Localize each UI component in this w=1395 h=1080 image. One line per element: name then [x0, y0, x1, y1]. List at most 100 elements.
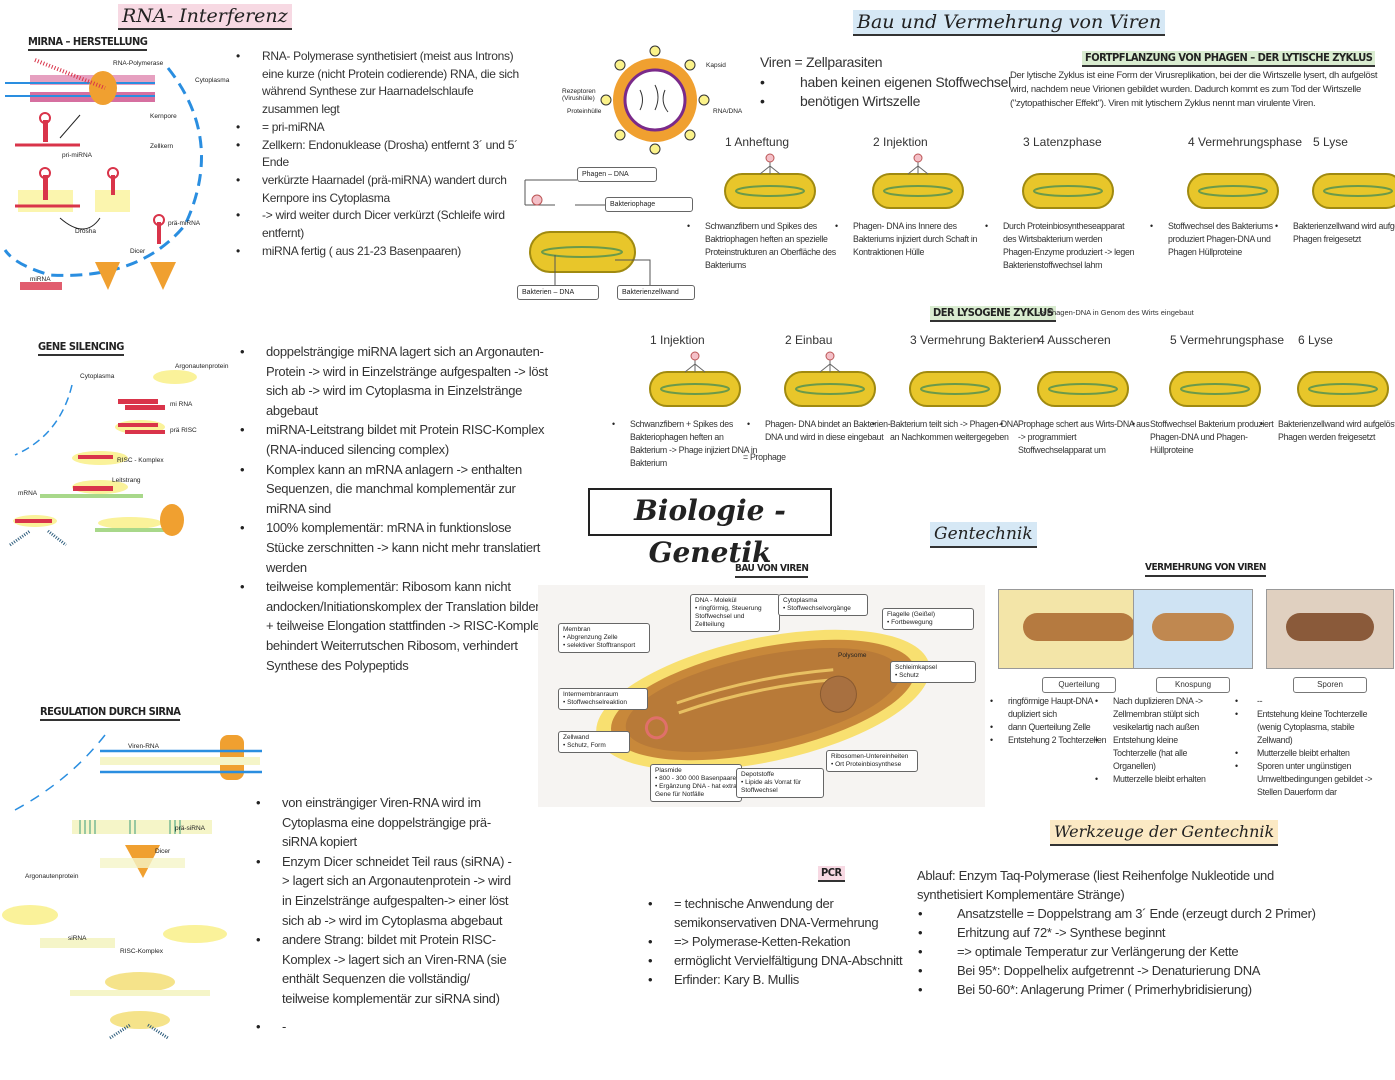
bullet: Bakterienzellwand wird aufgelöst -> Phag…: [1275, 220, 1395, 246]
step-caption: Bakterienzellwand wird aufgelöst -> Phag…: [1260, 418, 1395, 444]
bullet: miRNA-Leitstrang bildet mit Protein RISC…: [240, 420, 550, 459]
bullet: Phagen- DNA bindet an Bakterien-DNA und …: [747, 418, 897, 444]
step-caption: Schwanzfibern + Spikes des Bakteriophage…: [612, 418, 762, 470]
bullet: = pri-miRNA: [236, 119, 526, 137]
bullet: -: [256, 1017, 518, 1037]
step-caption: Bakterium teilt sich -> Phagen-DNA an Na…: [872, 418, 1022, 444]
cell-part-desc: • Schutz: [895, 672, 919, 679]
bullet: Entstehung kleine Tochterzelle (hat alle…: [1095, 734, 1220, 773]
step-caption: Prophage schert aus Wirts-DNA aus -> pro…: [1000, 418, 1150, 457]
bacterium-illustration: [649, 351, 741, 407]
label-dicer: Dicer: [155, 848, 171, 855]
label-bakterien-dna: Bakterien – DNA: [517, 285, 599, 300]
pcr-bullets: = technische Anwendung der semikonservat…: [648, 894, 903, 989]
cell-part-name: Schleimkapsel: [895, 664, 937, 671]
bullet: RNA- Polymerase synthetisiert (meist aus…: [236, 48, 526, 119]
bacterium-illustration: [784, 351, 876, 407]
label-risc-komplex: RISC-Komplex: [120, 948, 163, 955]
bullet: Prophage schert aus Wirts-DNA aus -> pro…: [1000, 418, 1150, 457]
cell-part-label: DNA - Molekül• ringförmig, Steuerung Sto…: [690, 594, 780, 632]
label-bakterienzellwand: Bakterienzellwand: [617, 285, 695, 300]
cell-part-name: Zellwand: [563, 734, 590, 741]
bullet: Mutterzelle bleibt erhalten: [1095, 773, 1220, 786]
step-caption: Phagen- DNA bindet an Bakterien-DNA und …: [747, 418, 897, 444]
cell-part-label: Ribosomen-Untereinheiten• Ort Proteinbio…: [826, 750, 918, 772]
reproduction-image: [1133, 589, 1253, 669]
rna-interferenz-title: RNA- Interferenz: [118, 4, 292, 30]
label-argonautenprotein: Argonautenprotein: [25, 873, 79, 880]
label-mrna: mRNA: [18, 490, 38, 497]
cell-part-desc: • Ort Proteinbiosynthese: [831, 761, 902, 768]
label-bakteriophage: Bakteriophage: [605, 197, 693, 212]
bacterium-illustration: [724, 153, 816, 209]
bullet: Sporen unter ungünstigen Umweltbedingung…: [1235, 760, 1375, 799]
label-polysome: Polysome: [838, 652, 867, 659]
label-pra-sirna: prä-siRNA: [175, 825, 205, 832]
vermehrung-header: VERMEHRUNG VON VIREN: [1145, 561, 1266, 577]
reproduction-bullets: Nach duplizieren DNA -> Zellmembran stül…: [1095, 695, 1220, 786]
werkzeuge-title: Werkzeuge der Gentechnik: [1050, 820, 1279, 846]
cell-part-desc: • Stoffwechselreaktion: [563, 699, 627, 706]
label-proteinhulle: Proteinhülle: [567, 108, 602, 115]
cell-part-desc: • ringförmig, Steuerung Stoffwechsel und…: [695, 605, 762, 628]
bullet: miRNA fertig ( aus 21-23 Basenpaaren): [236, 243, 526, 261]
bullet: Schwanzfibern + Spikes des Bakteriophage…: [612, 418, 762, 470]
cell-part-label: Flagelle (Geißel)• Fortbewegung: [882, 608, 974, 630]
label-mi-rna: mi RNA: [170, 401, 193, 408]
cell-part-name: Cytoplasma: [783, 597, 818, 604]
prophage-note: = Prophage: [743, 452, 786, 462]
lytic-description: Der lytische Zyklus ist eine Form der Vi…: [1010, 70, 1378, 109]
bacterium-illustration: [1022, 173, 1114, 209]
sirna-header: REGULATION DURCH SIRNA: [40, 705, 181, 721]
bacterium-illustration: [1187, 173, 1279, 209]
main-title: Biologie - Genetik: [588, 488, 832, 569]
bacterium-illustration: [1312, 173, 1395, 209]
cell-part-label: Zellwand• Schutz, Form: [558, 731, 630, 753]
gene-silencing-header: GENE SILENCING: [38, 340, 124, 356]
reproduction-label: Knospung: [1156, 677, 1230, 693]
label-rna-dna: RNA/DNA: [713, 108, 743, 115]
viren-intro: Viren = Zellparasiten: [760, 54, 883, 70]
label-mirna: miRNA: [30, 276, 51, 283]
bullet: dann Querteilung Zelle: [990, 721, 1115, 734]
label-leitstrang: Leitstrang: [112, 477, 141, 484]
step-title: 4 Ausscheren: [1038, 333, 1111, 347]
cell-part-name: Depotstoffe: [741, 771, 775, 778]
step-title: 1 Injektion: [650, 333, 705, 347]
reproduction-bullets: --Entstehung kleine Tochterzelle (wenig …: [1235, 695, 1375, 799]
bullet: haben keinen eigenen Stoffwechsel: [760, 73, 1011, 92]
label-risc-komplex: RISC - Komplex: [117, 457, 164, 464]
step-title: 2 Einbau: [785, 333, 833, 347]
bullet: => Polymerase-Ketten-Rekation: [648, 932, 903, 951]
step-title: 5 Lyse: [1313, 135, 1348, 149]
bau-von-viren-header: BAU VON VIREN: [735, 562, 809, 578]
lysogenic-header: DER LYSOGENE ZYKLUS: [930, 306, 1057, 322]
label-rezeptoren: Rezeptoren (Virushülle): [562, 88, 596, 102]
bullet: benötigen Wirtszelle: [760, 92, 1011, 111]
pcr-header: PCR: [818, 866, 845, 882]
cell-part-label: Membran• Abgrenzung Zelle • selektiver S…: [558, 623, 650, 653]
label-pra-mirna: prä-miRNA: [168, 220, 201, 227]
cell-part-name: DNA - Molekül: [695, 597, 737, 604]
bullet: Erhitzung auf 72* -> Synthese beginnt: [918, 923, 1348, 942]
label-zellkern: Zellkern: [150, 143, 174, 150]
label-cytoplasma: Cytoplasma: [195, 77, 230, 84]
cell-part-desc: • Abgrenzung Zelle • selektiver Stofftra…: [563, 634, 636, 649]
step-title: 6 Lyse: [1298, 333, 1333, 347]
step-title: 3 Vermehrung Bakterien: [910, 333, 1040, 347]
label-cytoplasma: Cytoplasma: [80, 373, 115, 380]
cell-part-label: Intermembranraum• Stoffwechselreaktion: [558, 688, 648, 710]
step-title: 1 Anheftung: [725, 135, 790, 149]
bullet: verkürzte Haarnadel (prä-miRNA) wandert …: [236, 172, 526, 207]
label-pra-risc: prä RISC: [170, 427, 197, 434]
bullet: Bei 95*: Doppelhelix aufgetrennt -> Dena…: [918, 961, 1348, 980]
cell-part-name: Intermembranraum: [563, 691, 619, 698]
cell-part-label: Plasmide• 800 - 300 000 Basenpaare • Erg…: [650, 764, 742, 802]
step-caption: Bakterienzellwand wird aufgelöst -> Phag…: [1275, 220, 1395, 246]
bullet: Zellkern: Endonuklease (Drosha) entfernt…: [236, 137, 526, 172]
cell-part-name: Flagelle (Geißel): [887, 611, 936, 618]
mirna-header: MIRNA – HERSTELLUNG: [28, 35, 148, 51]
bullet: Enzym Dicer schneidet Teil raus (siRNA) …: [256, 852, 518, 930]
bacterium-illustration: [1037, 371, 1129, 407]
bullet: teilweise komplementär: Ribosom kann nic…: [240, 577, 550, 675]
